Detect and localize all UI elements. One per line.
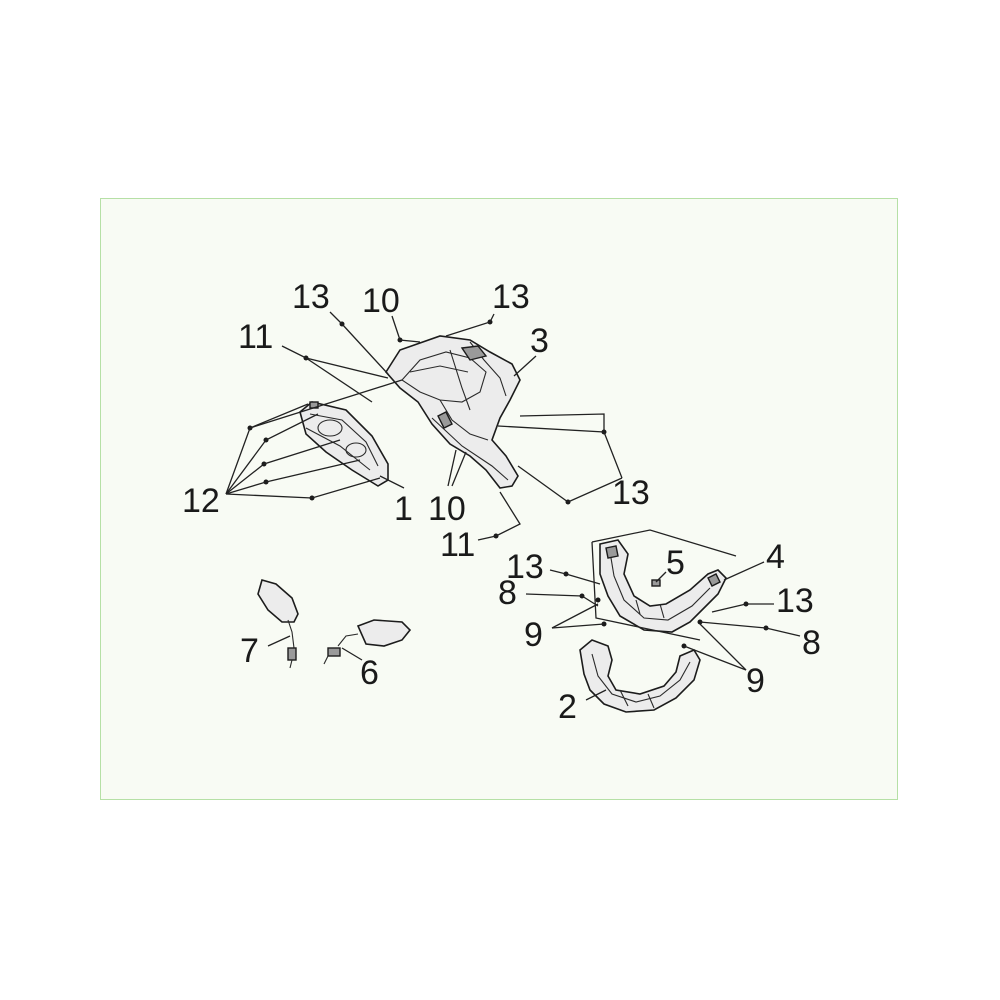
callout-9-left: 9 xyxy=(524,616,543,654)
callout-13-right: 13 xyxy=(612,474,650,512)
callout-3: 3 xyxy=(530,322,549,360)
callout-5: 5 xyxy=(666,544,685,582)
instrument-cluster-part xyxy=(299,401,389,487)
callout-13-right-lower: 13 xyxy=(776,582,814,620)
callout-8-left: 8 xyxy=(498,574,517,612)
callout-1: 1 xyxy=(394,490,413,528)
lower-front-panel-part xyxy=(579,639,701,713)
callout-11-top: 11 xyxy=(238,318,273,356)
right-mirror-part xyxy=(323,619,412,665)
callout-13-top-left: 13 xyxy=(292,278,330,316)
callout-labels: 13 10 13 11 3 12 1 10 13 11 13 5 4 8 13 … xyxy=(182,278,821,726)
callout-6: 6 xyxy=(360,654,379,692)
left-mirror-part xyxy=(257,579,299,669)
callout-12: 12 xyxy=(182,482,220,520)
callout-13-top-right: 13 xyxy=(492,278,530,316)
callout-8-right: 8 xyxy=(802,624,821,662)
lower-inner-cover-part xyxy=(599,539,727,633)
callout-2: 2 xyxy=(558,688,577,726)
callout-11-bottom: 11 xyxy=(440,526,475,564)
callout-9-right: 9 xyxy=(746,662,765,700)
callout-13-lower-left: 13 xyxy=(506,548,544,586)
diagram-frame xyxy=(100,198,898,800)
callout-10-middle: 10 xyxy=(428,490,466,528)
front-upper-cover-part xyxy=(385,335,521,489)
clip-part-5 xyxy=(651,579,661,587)
callout-10-top: 10 xyxy=(362,282,400,320)
callout-4: 4 xyxy=(766,538,785,576)
leader-lines xyxy=(225,311,801,701)
callout-7: 7 xyxy=(240,632,259,670)
